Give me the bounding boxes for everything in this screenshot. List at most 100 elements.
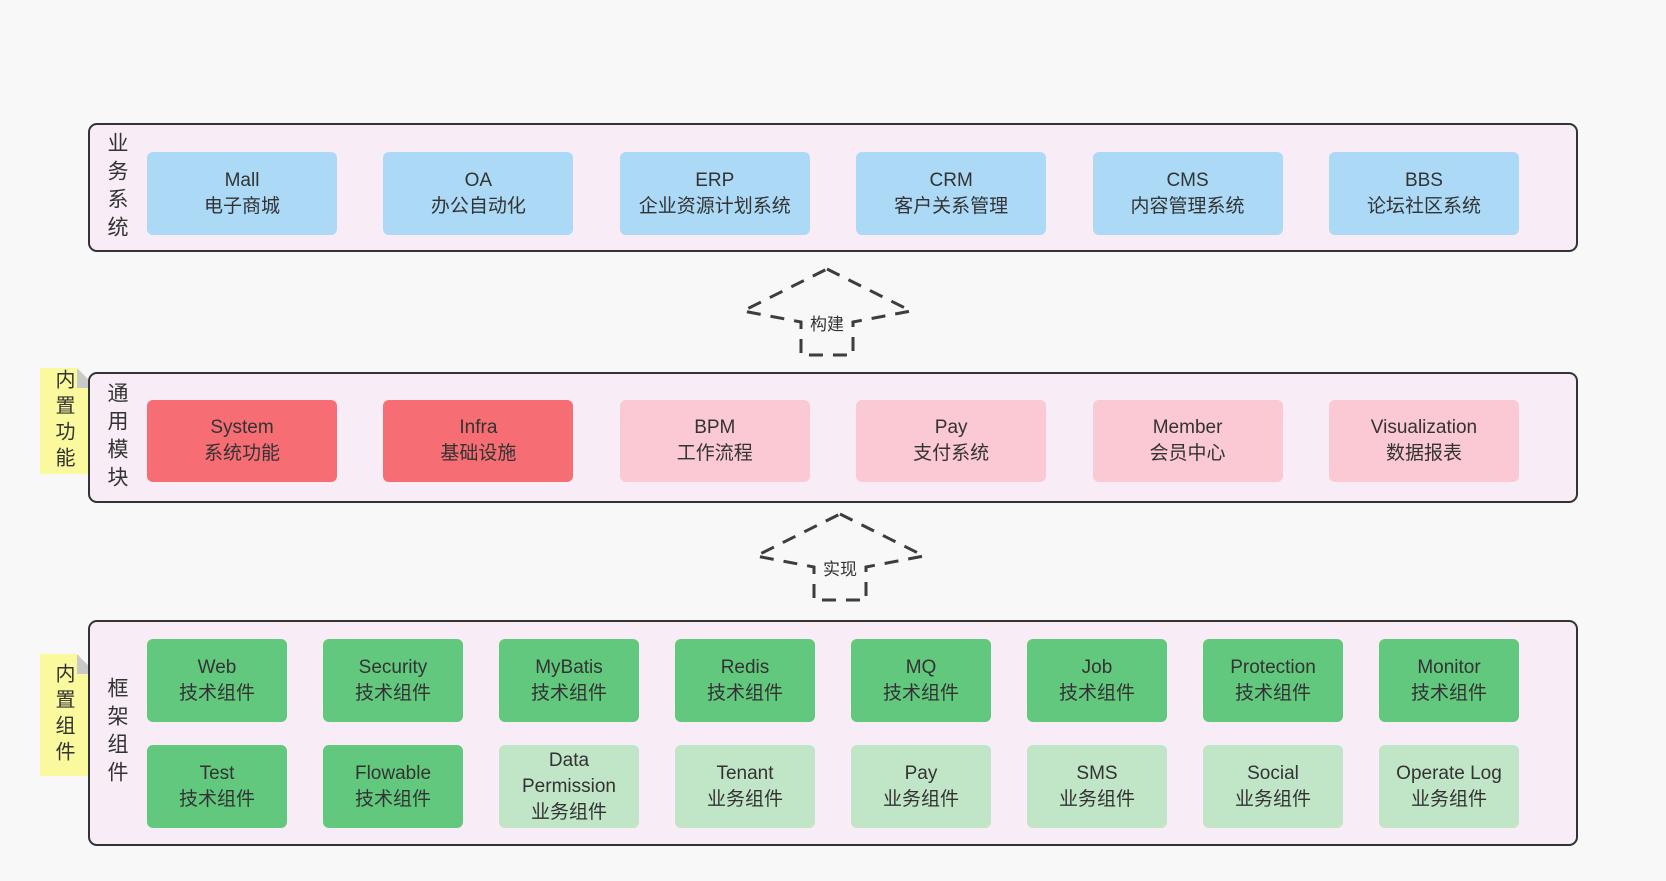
node-cms: CMS 内容管理系统 (1092, 152, 1283, 235)
node-crm: CRM 客户关系管理 (856, 152, 1047, 235)
node-desc: 技术组件 (178, 788, 255, 810)
node-desc: 电子商城 (203, 195, 280, 217)
node-infra: Infra 基础设施 (383, 400, 574, 482)
node-desc: 技术组件 (882, 682, 959, 704)
box-row: System 系统功能 Infra 基础设施 BPM 工作流程 Pay 支付系统… (147, 400, 1519, 482)
node-desc: 业务组件 (882, 788, 959, 810)
node-name: Protection (1230, 656, 1316, 678)
sticky-note-label: 内置组件 (52, 663, 74, 767)
node-test: Test 技术组件 (147, 745, 287, 828)
node-name: BBS (1404, 169, 1443, 191)
node-desc: 技术组件 (530, 682, 607, 704)
node-name: Pay (904, 762, 938, 784)
node-name: Test (199, 762, 235, 784)
node-name: OA (464, 169, 493, 191)
framework-components-layer: 框架组件 Web 技术组件 Security 技术组件 MyBatis 技术组件… (88, 620, 1578, 846)
arrow-label-implement: 实现 (820, 555, 860, 580)
node-desc: 内容管理系统 (1130, 195, 1245, 217)
implement-arrow: 实现 (750, 511, 930, 603)
node-name: Member (1152, 417, 1223, 438)
box-row: Test 技术组件 Flowable 技术组件 Data Permission … (147, 745, 1519, 828)
node-security: Security 技术组件 (323, 639, 463, 722)
node-name: Social (1247, 762, 1299, 784)
node-flowable: Flowable 技术组件 (323, 745, 463, 828)
node-data-permission: Data Permission 业务组件 (499, 745, 639, 828)
node-name: Job (1081, 656, 1113, 678)
node-name: ERP (695, 169, 735, 191)
node-desc: 技术组件 (354, 788, 431, 810)
node-web: Web 技术组件 (147, 639, 287, 722)
node-visualization: Visualization 数据报表 (1328, 400, 1519, 482)
node-name: Redis (720, 656, 770, 678)
node-name: CRM (929, 169, 973, 191)
node-desc: 技术组件 (178, 682, 255, 704)
node-desc: 技术组件 (706, 682, 783, 704)
node-name: Monitor (1417, 656, 1481, 678)
node-social: Social 业务组件 (1203, 745, 1343, 828)
node-pay-component: Pay 业务组件 (851, 745, 991, 828)
node-name: Operate Log (1396, 762, 1502, 784)
box-row: Mall 电子商城 OA 办公自动化 ERP 企业资源计划系统 CRM 客户关系… (147, 152, 1519, 235)
node-pay-system: Pay 支付系统 (856, 400, 1047, 482)
node-name: Tenant (716, 762, 774, 784)
node-name: MyBatis (535, 656, 603, 678)
node-name: Infra (459, 417, 498, 438)
node-name: BPM (694, 417, 736, 438)
node-desc: 技术组件 (1234, 682, 1311, 704)
build-arrow: 构建 (737, 266, 917, 358)
node-mq: MQ 技术组件 (851, 639, 991, 722)
node-name: CMS (1166, 169, 1209, 191)
node-desc: 技术组件 (354, 682, 431, 704)
node-desc: 支付系统 (913, 443, 990, 464)
node-name: SMS (1076, 762, 1118, 784)
node-name: MQ (905, 656, 937, 678)
node-desc: 技术组件 (1058, 682, 1135, 704)
node-name: Security (358, 656, 428, 678)
node-desc: 企业资源计划系统 (638, 195, 791, 217)
node-desc: 业务组件 (1058, 788, 1135, 810)
node-desc: 业务组件 (706, 788, 783, 810)
node-desc: 会员中心 (1149, 443, 1226, 464)
common-modules-layer: 通用模块 System 系统功能 Infra 基础设施 BPM 工作流程 Pay… (88, 372, 1578, 503)
node-member: Member 会员中心 (1092, 400, 1283, 482)
node-tenant: Tenant 业务组件 (675, 745, 815, 828)
node-name: Mall (224, 169, 260, 191)
business-systems-layer: 业务系统 Mall 电子商城 OA 办公自动化 ERP 企业资源计划系统 CRM… (88, 123, 1578, 252)
node-desc: 数据报表 (1385, 443, 1462, 464)
node-mybatis: MyBatis 技术组件 (499, 639, 639, 722)
node-oa: OA 办公自动化 (383, 152, 574, 235)
layer-title: 通用模块 (105, 381, 128, 494)
node-desc: 业务组件 (1410, 788, 1487, 810)
box-row: Web 技术组件 Security 技术组件 MyBatis 技术组件 Redi… (147, 639, 1519, 722)
node-bbs: BBS 论坛社区系统 (1328, 152, 1519, 235)
node-bpm: BPM 工作流程 (619, 400, 810, 482)
node-operate-log: Operate Log 业务组件 (1379, 745, 1519, 828)
node-desc: 业务组件 (530, 801, 607, 823)
node-name: Flowable (354, 762, 432, 784)
node-desc: 工作流程 (676, 443, 753, 464)
node-sms: SMS 业务组件 (1027, 745, 1167, 828)
node-mall: Mall 电子商城 (147, 152, 337, 235)
sticky-note-label: 内置功能 (52, 369, 74, 473)
node-desc: 技术组件 (1410, 682, 1487, 704)
node-system: System 系统功能 (147, 400, 337, 482)
node-monitor: Monitor 技术组件 (1379, 639, 1519, 722)
arrow-label-build: 构建 (807, 310, 847, 335)
node-name: Web (197, 656, 237, 678)
node-name: System (210, 417, 274, 438)
layer-title: 框架组件 (105, 677, 128, 789)
node-protection: Protection 技术组件 (1203, 639, 1343, 722)
sticky-note-built-in-features: 内置功能 (40, 368, 97, 474)
node-job: Job 技术组件 (1027, 639, 1167, 722)
node-desc: 办公自动化 (430, 195, 526, 217)
node-desc: 论坛社区系统 (1366, 195, 1481, 217)
node-redis: Redis 技术组件 (675, 639, 815, 722)
node-erp: ERP 企业资源计划系统 (619, 152, 810, 235)
layer-title: 业务系统 (105, 131, 128, 244)
node-desc: 客户关系管理 (894, 195, 1009, 217)
node-desc: 业务组件 (1234, 788, 1311, 810)
node-name: Pay (934, 417, 968, 438)
node-desc: 系统功能 (203, 443, 280, 464)
node-desc: 基础设施 (440, 443, 517, 464)
